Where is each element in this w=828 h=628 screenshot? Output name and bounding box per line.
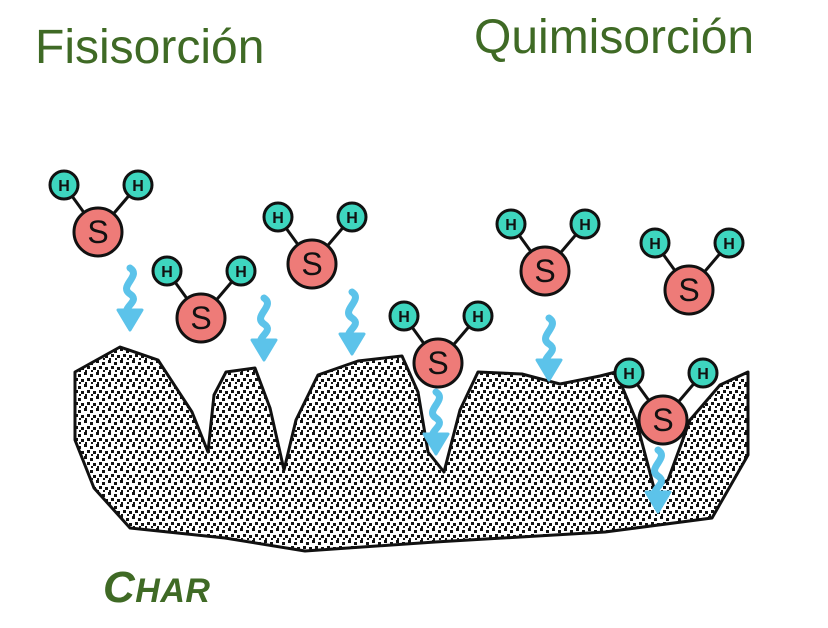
adsorption-arrowhead	[118, 310, 142, 330]
sulfur-symbol: S	[87, 214, 108, 250]
adsorption-arrowhead	[537, 360, 561, 380]
h2s-molecule: S H H	[264, 203, 366, 288]
hydrogen-symbol: H	[649, 236, 661, 253]
sulfur-symbol: S	[427, 345, 448, 381]
char-label: CHAR	[103, 566, 210, 610]
h2s-molecule: S H H	[641, 229, 743, 314]
hydrogen-symbol: H	[505, 217, 517, 234]
sulfur-symbol: S	[652, 402, 673, 438]
h2s-molecule: S H H	[50, 171, 152, 256]
hydrogen-symbol: H	[472, 309, 484, 326]
h2s-molecule: S H H	[153, 257, 255, 342]
hydrogen-symbol: H	[58, 178, 70, 195]
hydrogen-symbol: H	[272, 210, 284, 227]
hydrogen-symbol: H	[579, 217, 591, 234]
hydrogen-symbol: H	[623, 366, 635, 383]
adsorption-arrowhead	[340, 334, 364, 354]
hydrogen-symbol: H	[398, 309, 410, 326]
hydrogen-symbol: H	[161, 264, 173, 281]
hydrogen-symbol: H	[235, 264, 247, 281]
sulfur-symbol: S	[678, 272, 699, 308]
char-surface	[75, 347, 748, 551]
sulfur-symbol: S	[301, 246, 322, 282]
adsorption-arrowhead	[252, 340, 276, 360]
hydrogen-symbol: H	[723, 236, 735, 253]
sulfur-symbol: S	[534, 253, 555, 289]
sulfur-symbol: S	[190, 300, 211, 336]
hydrogen-symbol: H	[697, 366, 709, 383]
hydrogen-symbol: H	[346, 210, 358, 227]
hydrogen-symbol: H	[132, 178, 144, 195]
char-label-initial: C	[103, 563, 135, 612]
char-label-rest: HAR	[135, 572, 210, 610]
h2s-molecule: S H H	[497, 210, 599, 295]
